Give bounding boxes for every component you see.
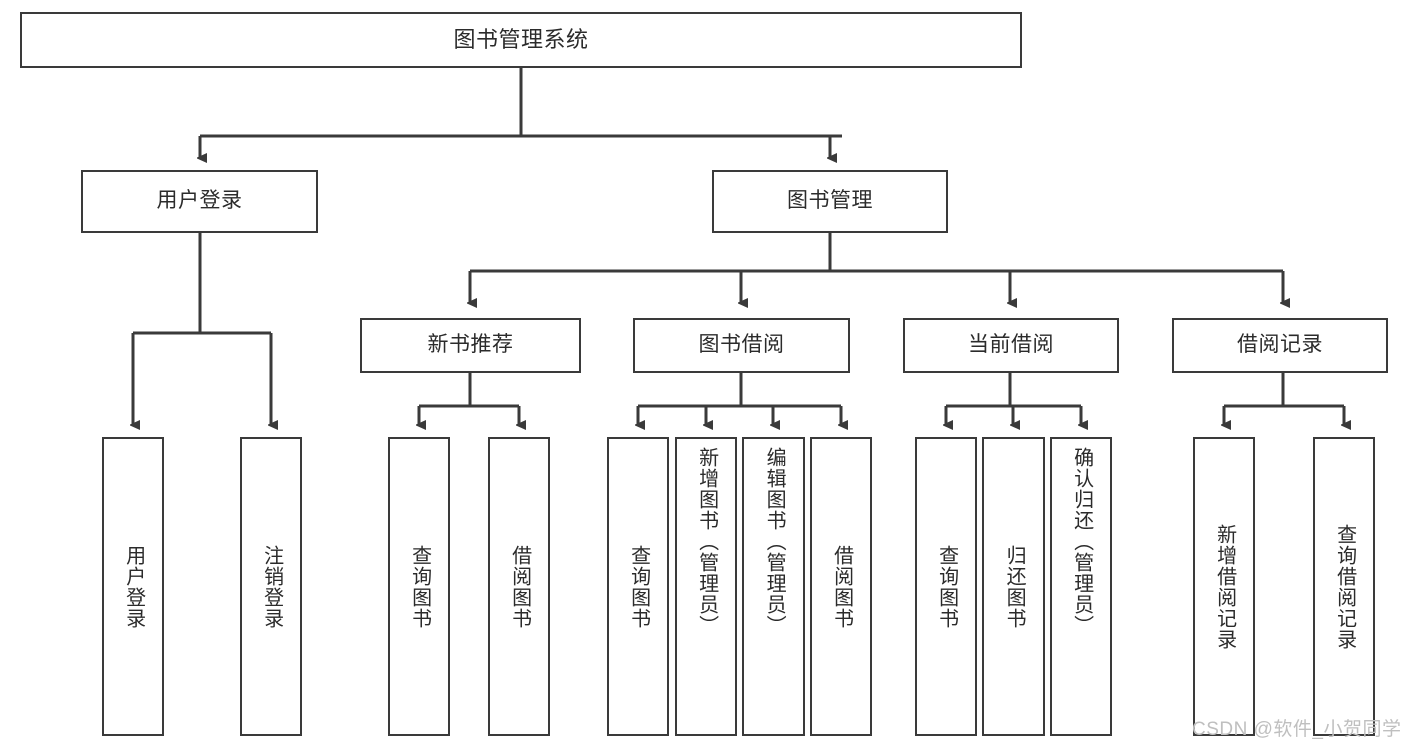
- leaf-book-borrow-query-book[interactable]: 查询图书: [607, 437, 669, 736]
- leaf-current-borrow-query-book[interactable]: 查询图书: [915, 437, 977, 736]
- leaf-current-borrow-query-book-label: 查询图书: [935, 544, 958, 629]
- node-new-book-recommend[interactable]: 新书推荐: [360, 318, 581, 373]
- leaf-book-borrow-borrow-book-label: 借阅图书: [830, 544, 853, 629]
- leaf-book-borrow-edit-book-admin-label: 编辑图书（管理员）: [763, 447, 786, 636]
- leaf-current-borrow-return-book[interactable]: 归还图书: [982, 437, 1045, 736]
- csdn-watermark: CSDN @软件_小贺同学: [1192, 714, 1401, 741]
- leaf-borrow-record-add-record-label: 新增借阅记录: [1213, 523, 1236, 650]
- leaf-book-borrow-add-book-admin-label: 新增图书（管理员）: [695, 447, 718, 636]
- node-current-borrow[interactable]: 当前借阅: [903, 318, 1119, 373]
- leaf-user-login-login-label: 用户登录: [122, 544, 145, 629]
- node-book-borrow[interactable]: 图书借阅: [633, 318, 850, 373]
- node-user-login[interactable]: 用户登录: [81, 170, 318, 233]
- leaf-book-borrow-borrow-book[interactable]: 借阅图书: [810, 437, 872, 736]
- leaf-user-login-logout-label: 注销登录: [260, 544, 283, 629]
- leaf-current-borrow-confirm-return-admin[interactable]: 确认归还（管理员）: [1050, 437, 1112, 736]
- leaf-new-book-query-book-label: 查询图书: [408, 544, 431, 629]
- node-book-management-label: 图书管理: [787, 189, 873, 213]
- leaf-new-book-borrow-book[interactable]: 借阅图书: [488, 437, 550, 736]
- node-user-login-label: 用户登录: [156, 189, 243, 213]
- leaf-book-borrow-edit-book-admin[interactable]: 编辑图书（管理员）: [742, 437, 805, 736]
- node-root-book-management-system[interactable]: 图书管理系统: [20, 12, 1022, 68]
- leaf-book-borrow-add-book-admin[interactable]: 新增图书（管理员）: [675, 437, 737, 736]
- leaf-book-borrow-query-book-label: 查询图书: [627, 544, 650, 629]
- node-current-borrow-label: 当前借阅: [968, 333, 1054, 357]
- node-borrow-record[interactable]: 借阅记录: [1172, 318, 1388, 373]
- node-borrow-record-label: 借阅记录: [1237, 333, 1323, 357]
- leaf-new-book-borrow-book-label: 借阅图书: [508, 544, 531, 629]
- csdn-watermark-text: CSDN @软件_小贺同学: [1192, 719, 1402, 740]
- node-book-management[interactable]: 图书管理: [712, 170, 948, 233]
- leaf-borrow-record-query-record-label: 查询借阅记录: [1333, 523, 1356, 650]
- leaf-user-login-login[interactable]: 用户登录: [102, 437, 164, 736]
- node-book-borrow-label: 图书借阅: [698, 333, 785, 357]
- leaf-current-borrow-return-book-label: 归还图书: [1003, 544, 1026, 629]
- leaf-new-book-query-book[interactable]: 查询图书: [388, 437, 450, 736]
- leaf-borrow-record-query-record[interactable]: 查询借阅记录: [1313, 437, 1375, 736]
- leaf-current-borrow-confirm-return-admin-label: 确认归还（管理员）: [1070, 447, 1093, 636]
- node-new-book-recommend-label: 新书推荐: [427, 333, 514, 357]
- leaf-user-login-logout[interactable]: 注销登录: [240, 437, 302, 736]
- leaf-borrow-record-add-record[interactable]: 新增借阅记录: [1193, 437, 1255, 736]
- node-root-label: 图书管理系统: [453, 27, 589, 53]
